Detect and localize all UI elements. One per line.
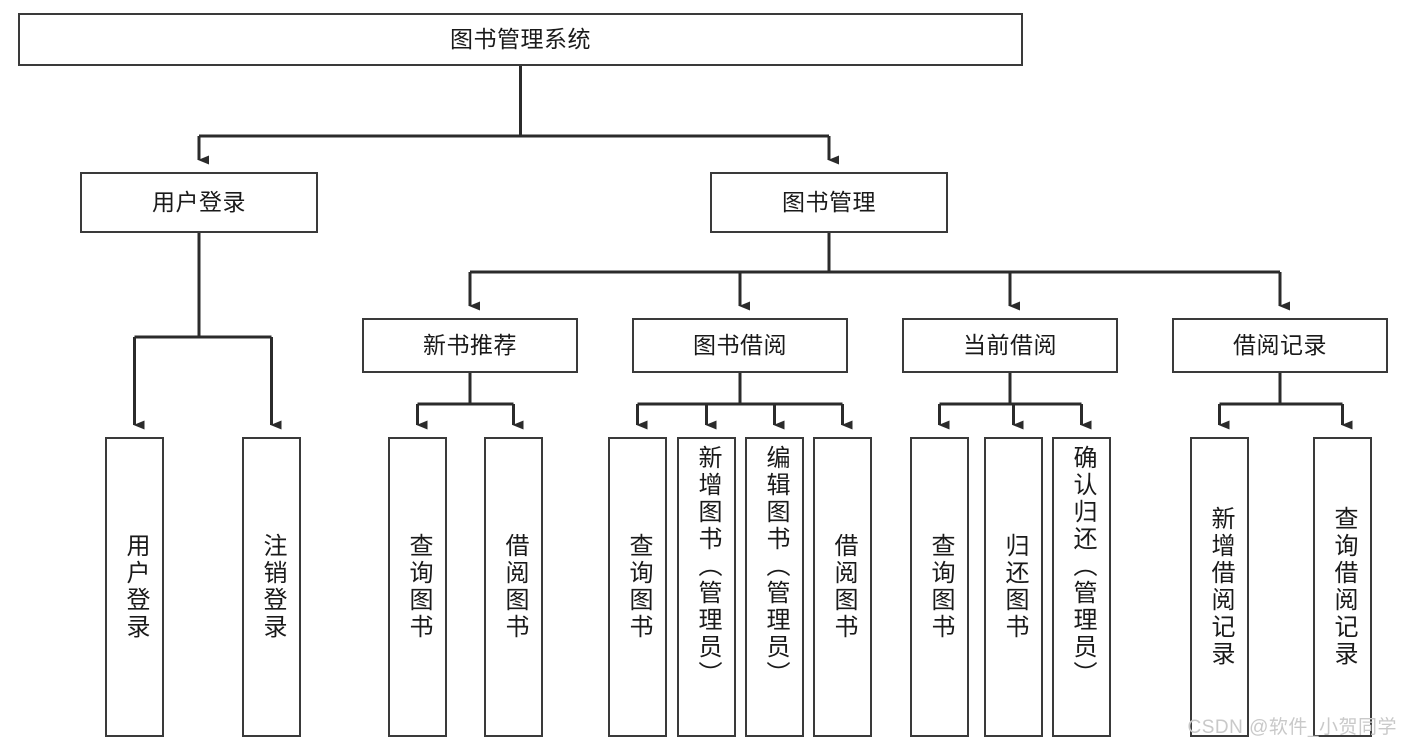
node-label: 新书推荐: [423, 331, 517, 358]
leaf-node-borrow-book-1[interactable]: 借阅图书: [484, 437, 543, 737]
csdn-watermark: CSDN @软件_小贺同学: [1187, 717, 1397, 738]
leaf-node-query-book-2[interactable]: 查询图书: [608, 437, 667, 737]
leaf-node-logout-login[interactable]: 注销登录: [242, 437, 301, 737]
leaf-node-query-book-1[interactable]: 查询图书: [388, 437, 447, 737]
node-label: 归还图书: [1000, 533, 1028, 641]
node-label: 查询图书: [624, 533, 652, 641]
node-book-borrow[interactable]: 图书借阅: [632, 318, 848, 373]
node-label: 图书借阅: [693, 331, 787, 358]
node-label: 注销登录: [258, 533, 286, 641]
node-user-login[interactable]: 用户登录: [80, 172, 318, 233]
node-label: 确认归还（管理员）: [1068, 445, 1096, 688]
leaf-node-query-borrow-record[interactable]: 查询借阅记录: [1313, 437, 1372, 737]
leaf-node-add-book-admin[interactable]: 新增图书（管理员）: [677, 437, 736, 737]
node-book-management[interactable]: 图书管理: [710, 172, 948, 233]
node-label: 用户登录: [152, 188, 246, 215]
node-new-book-recommend[interactable]: 新书推荐: [362, 318, 578, 373]
leaf-node-add-borrow-record[interactable]: 新增借阅记录: [1190, 437, 1249, 737]
leaf-node-borrow-book-2[interactable]: 借阅图书: [813, 437, 872, 737]
leaf-node-edit-book-admin[interactable]: 编辑图书（管理员）: [745, 437, 804, 737]
node-label: 编辑图书（管理员）: [761, 445, 789, 688]
node-label: 查询借阅记录: [1329, 506, 1357, 668]
node-label: 借阅记录: [1233, 331, 1327, 358]
node-current-borrow[interactable]: 当前借阅: [902, 318, 1118, 373]
leaf-node-return-book[interactable]: 归还图书: [984, 437, 1043, 737]
leaf-node-user-login[interactable]: 用户登录: [105, 437, 164, 737]
node-label: 用户登录: [121, 533, 149, 641]
node-label: 借阅图书: [500, 533, 528, 641]
node-label: 图书管理: [782, 188, 876, 215]
leaf-node-query-book-3[interactable]: 查询图书: [910, 437, 969, 737]
node-label: 查询图书: [404, 533, 432, 641]
node-label: 新增图书（管理员）: [693, 445, 721, 688]
node-borrow-record[interactable]: 借阅记录: [1172, 318, 1388, 373]
node-label: 借阅图书: [829, 533, 857, 641]
node-book-management-system[interactable]: 图书管理系统: [18, 13, 1023, 66]
leaf-node-confirm-return-admin[interactable]: 确认归还（管理员）: [1052, 437, 1111, 737]
node-label: 新增借阅记录: [1206, 506, 1234, 668]
node-label: 图书管理系统: [450, 25, 591, 52]
node-label: 当前借阅: [963, 331, 1057, 358]
node-label: 查询图书: [926, 533, 954, 641]
